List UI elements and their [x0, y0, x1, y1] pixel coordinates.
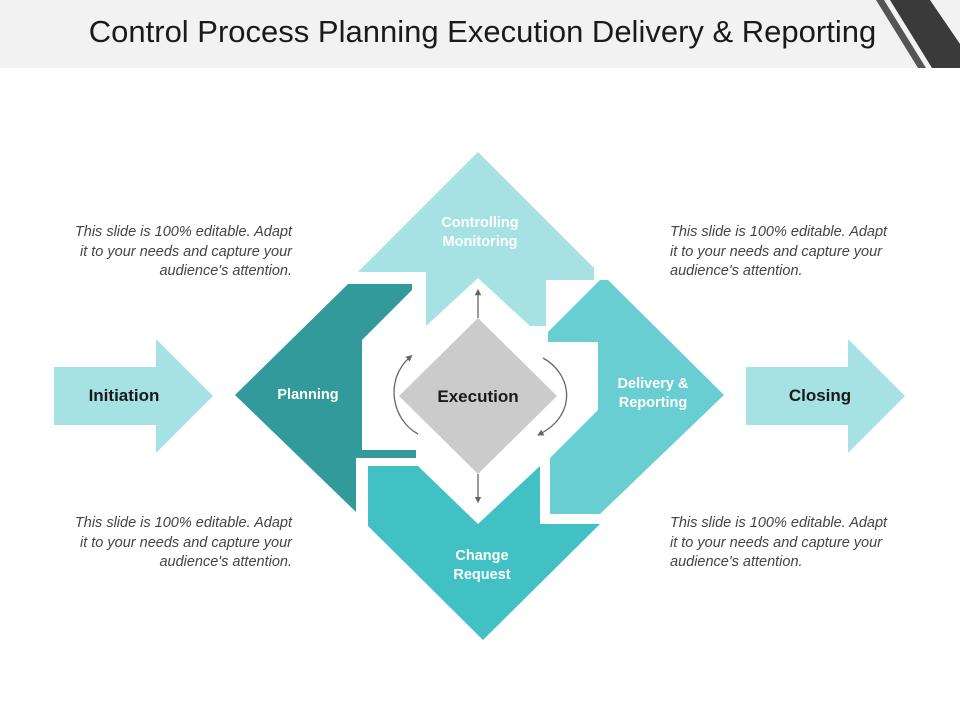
description-line: audience's attention.: [670, 554, 803, 570]
delivery-reporting-label: Delivery & Reporting: [586, 375, 720, 413]
monitoring-label-line: Monitoring: [442, 234, 518, 250]
description-line: it to your needs and capture your: [80, 243, 292, 260]
change-request-shape: [368, 466, 600, 640]
initiation-label: Initiation: [88, 386, 160, 405]
controlling-monitoring-shape: [358, 152, 594, 326]
controlling-label-line: Controlling: [441, 215, 519, 231]
description-line: This slide is 100% editable. Adapt: [670, 515, 888, 531]
change-request-label: Change Request: [412, 547, 552, 585]
delivery-label-line: Delivery &: [617, 376, 689, 392]
description-line: This slide is 100% editable. Adapt: [74, 515, 292, 531]
execution-diamond: [399, 318, 557, 474]
corner-decoration: [876, 0, 960, 68]
delivery-reporting-shape: [548, 280, 724, 514]
description-line: it to your needs and capture your: [670, 243, 882, 260]
description-line: it to your needs and capture your: [670, 534, 882, 551]
reporting-label-line: Reporting: [618, 395, 688, 411]
description-line: This slide is 100% editable. Adapt: [74, 224, 292, 240]
change-label-line: Change: [455, 548, 509, 564]
description-top-left: This slide is 100% editable. Adapt it to…: [42, 223, 292, 282]
planning-shape: [235, 284, 416, 512]
description-line: This slide is 100% editable. Adapt: [670, 224, 888, 240]
request-label-line: Request: [453, 567, 511, 583]
closing-arrow: [746, 339, 905, 453]
description-bottom-left: This slide is 100% editable. Adapt it to…: [42, 514, 292, 573]
initiation-arrow: [54, 339, 213, 453]
description-line: audience's attention.: [159, 554, 292, 570]
corner-stripe-dark: [890, 0, 960, 68]
controlling-monitoring-label: Controlling Monitoring: [410, 214, 550, 252]
description-top-right: This slide is 100% editable. Adapt it to…: [670, 223, 920, 282]
title-bar: [0, 0, 960, 68]
corner-stripe-light: [876, 0, 926, 68]
description-line: audience's attention.: [670, 263, 803, 279]
cycle-arrow-right-icon: [537, 357, 568, 436]
description-bottom-right: This slide is 100% editable. Adapt it to…: [670, 514, 920, 573]
closing-label: Closing: [788, 386, 852, 405]
description-line: it to your needs and capture your: [80, 534, 292, 551]
execution-label: Execution: [437, 387, 519, 406]
description-line: audience's attention.: [159, 263, 292, 279]
cycle-arrow-left-icon: [393, 354, 419, 435]
slide-title: Control Process Planning Execution Deliv…: [88, 14, 877, 49]
planning-label: Planning: [277, 387, 339, 403]
